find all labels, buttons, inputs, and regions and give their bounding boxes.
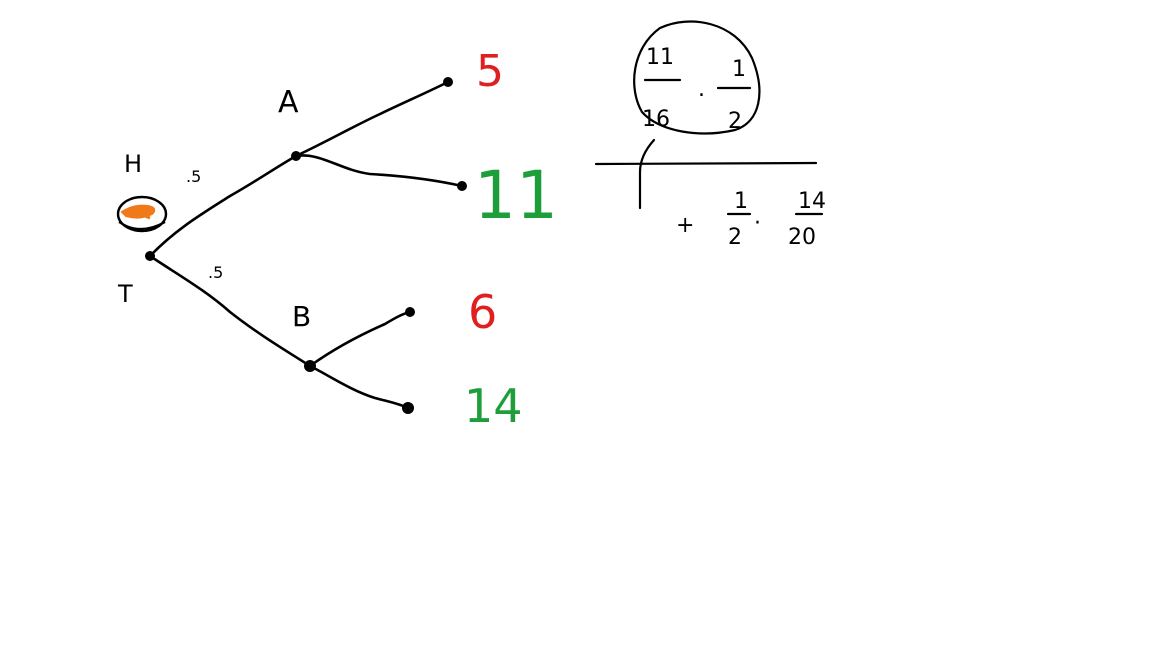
node-B-label: B [292,300,311,333]
root-node [145,251,155,261]
node-A-label: A [278,85,299,120]
calc-term-2: + 1 2 · 14 20 [676,189,826,250]
numerator-denominator-stroke [638,138,656,210]
term1-numerator-a: 11 [646,45,674,70]
branch-B-to-top [308,310,412,368]
node-A [291,151,301,161]
tails-label: T [117,280,133,308]
term2-numerator-b: 14 [798,189,826,214]
heads-label: H [124,150,142,178]
branch-root-to-B [148,254,312,368]
term2-dot: · [754,211,761,236]
term2-denominator-b: 20 [788,225,816,250]
term1-dot: . [698,77,705,102]
term1-numerator-b: 1 [732,57,746,82]
prob-to-A: .5 [186,167,201,186]
prob-to-B: .5 [208,263,223,282]
node-B [304,360,316,372]
calc-term-1: 11 16 . 1 2 [633,20,761,135]
term1-denominator-b: 2 [728,109,742,134]
main-fraction-bar [594,161,818,166]
coin-icon [116,195,168,233]
term1-denominator-a: 16 [642,107,670,132]
term2-denominator-a: 2 [728,225,742,250]
leaf-A-bottom [457,181,467,191]
calc-circle [633,20,761,135]
branch-A-to-top [294,80,450,158]
value-A-top: 5 [476,46,504,97]
term2-numerator-a: 1 [734,189,748,214]
leaf-B-bottom [402,402,414,414]
branch-B-to-bottom [308,364,410,410]
value-B-bottom: 14 [464,379,523,433]
leaf-A-top [443,77,453,87]
branch-A-to-bottom [294,154,464,188]
branch-root-to-A [148,154,298,258]
plus-sign: + [676,213,694,238]
value-A-bottom: 11 [474,157,558,234]
value-B-top: 6 [468,285,497,339]
leaf-B-top [405,307,415,317]
